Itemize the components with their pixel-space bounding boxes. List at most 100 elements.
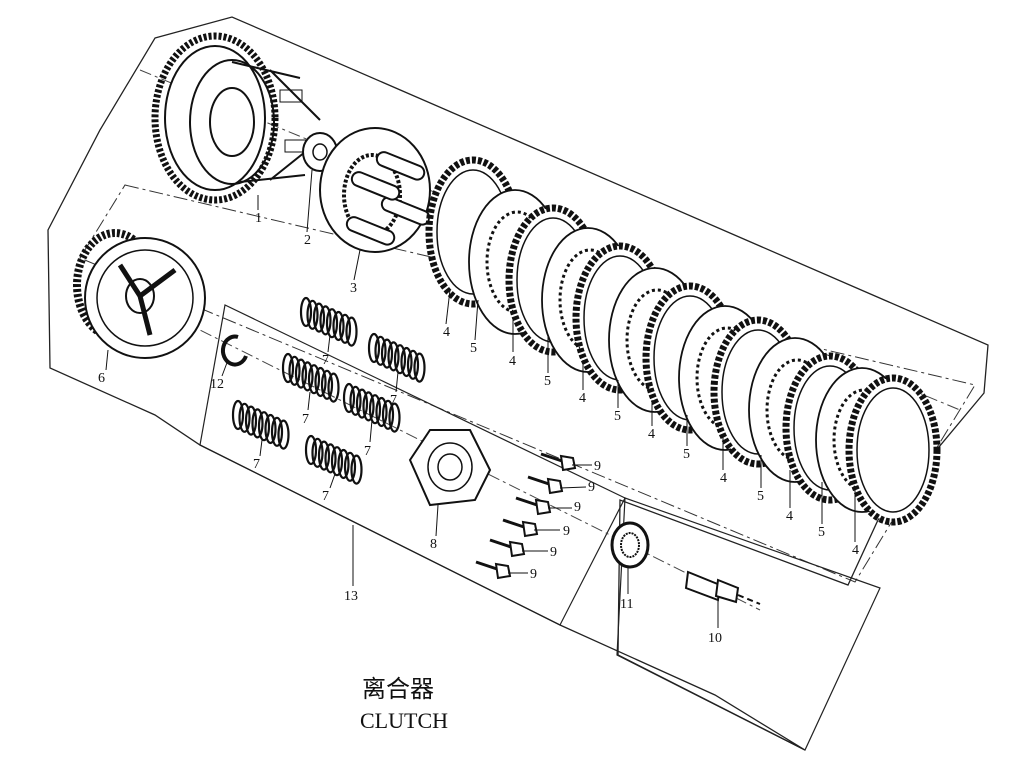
callout-number: 12 [210, 377, 224, 392]
flange-bolts [475, 452, 577, 580]
callout-number: 4 [720, 471, 727, 486]
callout-4: 4 [648, 400, 655, 442]
callout-number: 7 [302, 412, 309, 427]
callout-number: 4 [579, 391, 586, 406]
lifter-frame [616, 497, 881, 751]
callout-6: 6 [98, 349, 109, 386]
callout-5: 5 [683, 415, 690, 462]
callout-number: 7 [322, 489, 329, 504]
title-chinese: 离合器 [362, 675, 434, 703]
clutch-spring-icon [299, 296, 358, 347]
callout-5: 5 [470, 299, 479, 356]
callout-number: 10 [708, 631, 722, 646]
callout-7: 7 [322, 473, 336, 504]
callout-5: 5 [614, 380, 621, 424]
flange-bolt-icon [515, 496, 552, 516]
leader-line [259, 439, 263, 457]
leader-line [353, 249, 361, 281]
callout-5: 5 [818, 482, 825, 540]
callout-number: 1 [255, 211, 262, 226]
callout-9: 9 [559, 480, 595, 495]
callout-4: 4 [579, 360, 586, 406]
callout-9: 9 [572, 459, 601, 474]
leader-line [559, 486, 587, 489]
callout-number: 4 [443, 325, 450, 340]
callout-number: 5 [470, 341, 477, 356]
callout-number: 4 [648, 427, 655, 442]
pressure-plate-icon [319, 127, 431, 253]
flange-bolt-icon [502, 518, 539, 538]
leader-line [445, 289, 451, 325]
callout-9: 9 [548, 500, 581, 515]
flange-bolt-icon [475, 560, 512, 580]
callout-5: 5 [544, 335, 551, 389]
callout-4: 4 [443, 289, 451, 340]
clutch-spring-icon [304, 434, 363, 485]
callout-number: 6 [98, 371, 105, 386]
callout-9: 9 [534, 524, 570, 539]
callout-11: 11 [620, 567, 633, 612]
callout-9: 9 [522, 545, 557, 560]
callout-7: 7 [253, 439, 263, 472]
callout-number: 5 [757, 489, 764, 504]
clutch-spring-icon [231, 399, 290, 450]
callout-number: 7 [253, 457, 260, 472]
callout-7: 7 [390, 371, 399, 408]
callout-number: 11 [620, 597, 633, 612]
callout-number: 9 [563, 524, 570, 539]
callout-3: 3 [350, 249, 361, 296]
callout-9: 9 [508, 567, 537, 582]
callout-number: 7 [390, 393, 397, 408]
circlip-icon [220, 334, 248, 367]
callout-number: 9 [550, 545, 557, 560]
clutch-center-hub-icon [73, 229, 206, 359]
callout-4: 4 [720, 435, 727, 486]
callout-10: 10 [708, 600, 722, 646]
leader-line [329, 473, 336, 489]
callout-1: 1 [255, 195, 262, 226]
leader-line [105, 349, 109, 371]
callout-12: 12 [210, 359, 229, 392]
callout-number: 4 [852, 543, 859, 558]
callout-number: 8 [430, 537, 437, 552]
leader-line [395, 371, 399, 393]
callout-number: 9 [574, 500, 581, 515]
callout-2: 2 [304, 169, 313, 248]
leader-line [307, 391, 311, 411]
callout-number: 5 [614, 409, 621, 424]
callout-number: 13 [344, 589, 358, 604]
lifter-plate-icon [408, 429, 492, 507]
clutch-spring-icon [342, 382, 401, 433]
friction-disc-icon [845, 374, 941, 526]
leader-line [369, 419, 373, 443]
callout-number: 7 [322, 353, 329, 368]
callout-number: 5 [544, 374, 551, 389]
callout-number: 5 [818, 525, 825, 540]
callout-number: 9 [594, 459, 601, 474]
callout-number: 5 [683, 447, 690, 462]
callout-number: 4 [509, 354, 516, 369]
clutch-spring-icon [367, 332, 426, 383]
clutch-springs [231, 296, 426, 485]
clutch-outer-housing-icon [151, 32, 321, 204]
callout-number: 7 [364, 444, 371, 459]
callout-4: 4 [509, 320, 516, 369]
callout-7: 7 [322, 334, 331, 368]
flange-bolt-icon [527, 475, 564, 495]
title-english: CLUTCH [360, 708, 448, 733]
callout-7: 7 [302, 391, 311, 427]
callout-4: 4 [852, 490, 859, 558]
bearing-icon [610, 521, 650, 569]
callout-13: 13 [344, 525, 358, 604]
leader-line [306, 169, 313, 233]
callout-8: 8 [430, 504, 439, 552]
callout-4: 4 [786, 470, 793, 524]
lifter-rod-icon [684, 570, 761, 605]
leader-line [435, 504, 439, 537]
leader-line [221, 359, 229, 377]
flange-bolt-icon [489, 538, 526, 558]
clutch-spring-icon [281, 352, 340, 403]
